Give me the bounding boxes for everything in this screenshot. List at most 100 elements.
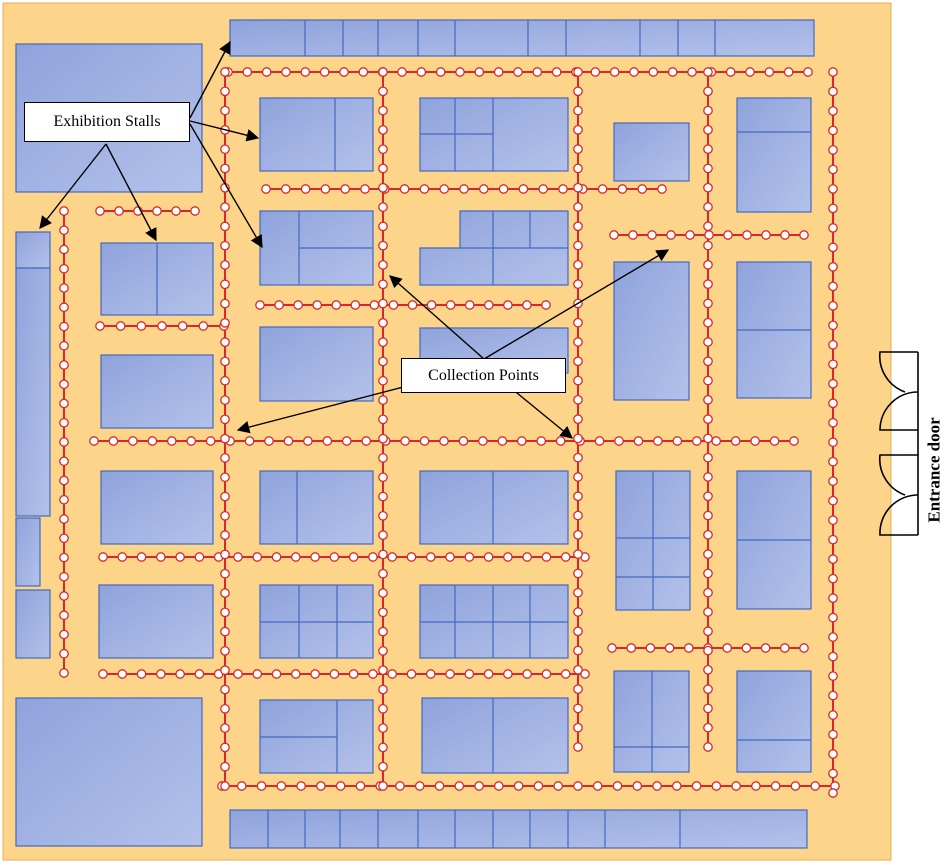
- collection-point: [360, 184, 370, 194]
- collection-point: [117, 669, 128, 679]
- collection-point: [573, 722, 583, 733]
- collection-point: [464, 552, 475, 562]
- collection-point: [378, 568, 388, 579]
- collection-point: [397, 67, 407, 77]
- collection-point: [220, 337, 230, 348]
- stall-box: [15, 697, 203, 847]
- collection-point: [95, 321, 105, 331]
- collection-point: [751, 781, 761, 791]
- collection-point: [703, 356, 713, 367]
- collection-point: [573, 317, 583, 328]
- collection-point: [128, 436, 138, 446]
- collection-point: [89, 436, 99, 446]
- collection-point: [59, 225, 69, 236]
- collection-point: [454, 781, 465, 791]
- collection-point: [573, 414, 583, 424]
- collection-point: [629, 67, 639, 77]
- collection-point: [256, 781, 267, 791]
- collection-point: [300, 184, 311, 194]
- collection-point: [703, 375, 713, 386]
- stall-block: [229, 809, 808, 849]
- collection-point: [828, 145, 838, 155]
- collection-point: [136, 321, 147, 331]
- collection-point: [703, 549, 713, 559]
- collection-points-label: Collection Points: [401, 358, 566, 393]
- collection-point: [478, 184, 489, 194]
- collection-point: [828, 788, 838, 798]
- collection-point: [98, 669, 108, 679]
- collection-point: [803, 67, 813, 77]
- collection-point: [573, 587, 583, 598]
- collection-point: [378, 144, 388, 155]
- collection-point: [378, 433, 388, 444]
- callout-arrow: [39, 143, 107, 229]
- collection-point: [426, 300, 437, 310]
- collection-point: [789, 436, 799, 446]
- collection-point: [59, 533, 69, 544]
- collection-point: [303, 436, 313, 446]
- collection-point: [198, 321, 209, 331]
- collection-point: [59, 552, 69, 563]
- collection-point: [378, 414, 388, 425]
- collection-point: [220, 491, 230, 502]
- collection-point: [220, 703, 230, 714]
- collection-point: [609, 67, 620, 77]
- collection-point: [703, 703, 713, 714]
- collection-point: [764, 67, 775, 77]
- collection-point: [573, 626, 583, 637]
- collection-point: [703, 202, 713, 212]
- collection-point: [220, 67, 230, 77]
- collection-point: [310, 669, 320, 679]
- collection-point: [503, 300, 513, 310]
- collection-point: [136, 552, 147, 562]
- collection-point: [368, 552, 378, 562]
- collection-point: [703, 67, 713, 77]
- stall-block: [100, 354, 214, 429]
- collection-point: [573, 645, 583, 656]
- collection-point: [614, 436, 624, 446]
- collection-point: [703, 433, 713, 444]
- stall-block: [15, 267, 51, 517]
- collection-point: [711, 436, 722, 446]
- collection-point: [261, 184, 271, 194]
- collection-point: [828, 515, 838, 526]
- stall-block: [259, 210, 374, 286]
- collection-point: [388, 300, 399, 310]
- stall-block: [15, 697, 203, 847]
- collection-point: [828, 593, 838, 603]
- collection-point: [703, 125, 713, 135]
- collection-point: [573, 510, 583, 521]
- entrance-door-label: Entrance door: [925, 417, 945, 523]
- collection-point: [730, 436, 741, 446]
- collection-point: [672, 436, 683, 446]
- collection-point: [155, 669, 166, 679]
- collection-point: [194, 669, 205, 679]
- collection-point: [533, 781, 544, 791]
- collection-point: [108, 436, 119, 446]
- stall-block: [613, 670, 690, 773]
- stall-box: [15, 267, 51, 517]
- collection-point: [387, 552, 398, 562]
- collection-point: [828, 456, 838, 467]
- collection-point: [703, 260, 713, 270]
- collection-point: [703, 279, 713, 289]
- collection-point: [59, 283, 69, 293]
- collection-point: [378, 781, 388, 791]
- collection-point: [319, 67, 330, 77]
- collection-point: [283, 436, 294, 446]
- collection-point: [592, 781, 603, 791]
- collection-point: [828, 690, 838, 701]
- collection-point: [653, 436, 663, 446]
- collection-point: [458, 436, 469, 446]
- collection-point: [378, 703, 388, 714]
- collection-point: [378, 221, 388, 232]
- collection-point: [573, 742, 583, 752]
- collection-point: [368, 669, 378, 679]
- collection-point: [573, 337, 583, 347]
- collection-point: [573, 182, 583, 193]
- collection-point: [648, 67, 659, 77]
- collection-point: [406, 552, 417, 562]
- collection-point: [516, 436, 527, 446]
- stall-block: [736, 97, 812, 213]
- collection-point: [703, 221, 713, 232]
